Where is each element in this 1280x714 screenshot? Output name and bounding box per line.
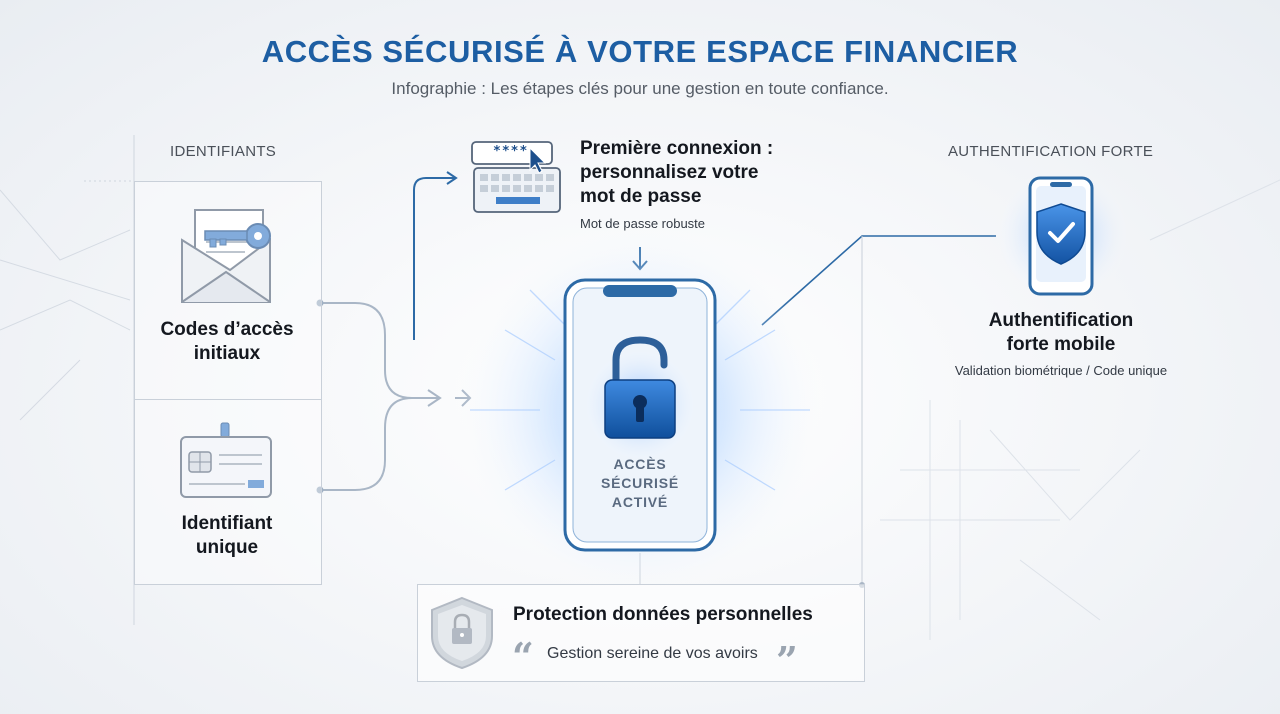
unlocked-padlock-icon [604,336,676,439]
left-merge-connector [320,302,472,491]
strong-auth-section-label: AUTHENTIFICATION FORTE [948,143,1154,160]
glow-rays [470,289,810,491]
data-protection-quote: Gestion sereine de vos avoirs [547,645,758,662]
keyboard-password-icon [471,141,561,213]
password-title-line2: personnalisez votre [580,162,759,183]
unique-id-line1: Identifiant [181,513,273,534]
data-protection-panel [417,584,865,682]
password-step-caption: Mot de passe robuste [580,216,706,231]
page-title: ACCÈS SÉCURISÉ À VOTRE ESPACE FINANCIER [261,34,1019,69]
envelope-key-icon [181,209,271,303]
page-subtitle: Infographie : Les étapes clés pour une g… [391,79,889,98]
unique-id-line2: unique [195,537,259,558]
unique-id-label: Identifiant unique [134,512,320,560]
password-title-line3: mot de passe [580,186,702,207]
mobile-auth-line2: forte mobile [1006,334,1116,355]
phone-status-line1: ACCÈS [613,456,667,472]
decorative-grid-right [880,179,1280,640]
open-quote-icon: “ [512,634,534,679]
phone-status-line3: ACTIVÉ [611,494,669,510]
phone-shield-check-icon [1028,176,1094,296]
close-quote-icon: ” [776,638,798,683]
identifiers-panel [134,181,322,585]
decorative-network-left [0,189,131,421]
mobile-auth-caption: Validation biométrique / Code unique [954,363,1168,378]
identifiers-section-label: IDENTIFIANTS [170,143,277,160]
mobile-auth-title: Authentification forte mobile [940,309,1182,357]
password-field-value: **** [493,144,529,159]
initial-codes-line1: Codes d’accès [160,319,294,340]
data-protection-title: Protection données personnelles [513,604,813,625]
password-step-title: Première connexion : personnalisez votre… [580,137,773,209]
phone-access-status: ACCÈS SÉCURISÉ ACTIVÉ [575,455,705,512]
mobile-auth-line1: Authentification [988,310,1134,331]
password-title-line1: Première connexion : [580,138,774,159]
identifiers-divider [134,399,321,400]
id-card-icon [180,422,272,498]
phone-status-line2: SÉCURISÉ [601,475,679,491]
initial-codes-label: Codes d’accès initiaux [134,318,320,366]
initial-codes-line2: initiaux [193,343,261,364]
